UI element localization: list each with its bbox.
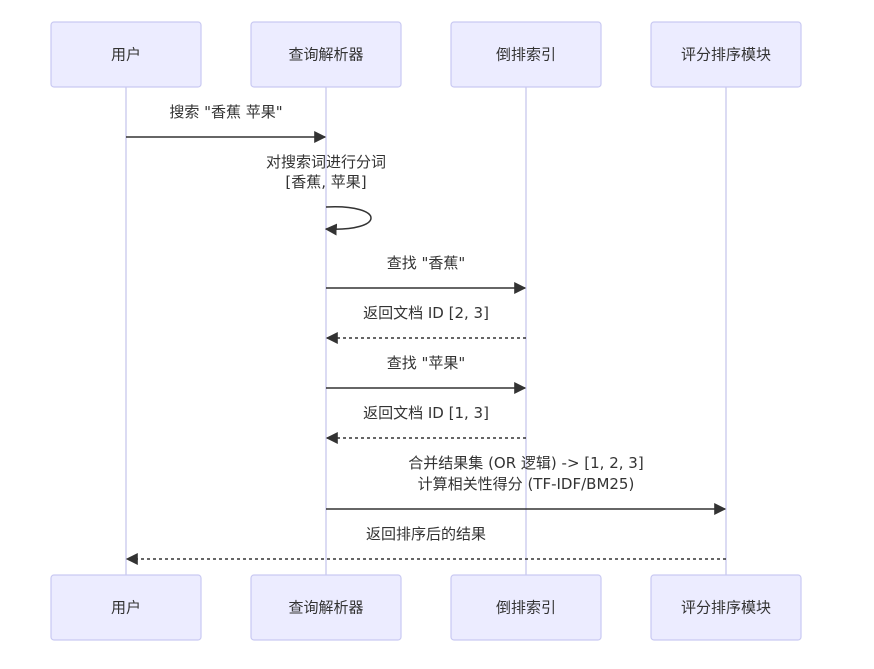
participant-ranker-top: 评分排序模块	[650, 21, 802, 88]
participant-box	[650, 21, 802, 88]
participant-user-top: 用户	[50, 21, 202, 88]
participant-label: 评分排序模块	[681, 46, 771, 64]
participant-index-top: 倒排索引	[450, 21, 602, 88]
message-label: 返回文档 ID [1, 3]	[363, 404, 489, 422]
message-search: 搜索 "香蕉 苹果"	[126, 103, 327, 143]
message-return-apple: 返回文档 ID [1, 3]	[325, 404, 526, 444]
participant-label: 倒排索引	[496, 599, 556, 617]
participant-box	[50, 574, 202, 641]
participant-label: 倒排索引	[496, 46, 556, 64]
participant-label: 查询解析器	[288, 46, 363, 64]
participant-label: 用户	[111, 46, 141, 64]
message-label: 查找 "苹果"	[387, 354, 466, 372]
message-label: [香蕉, 苹果]	[285, 173, 366, 191]
participant-box	[450, 574, 602, 641]
participant-label: 评分排序模块	[681, 599, 771, 617]
message-label: 返回排序后的结果	[366, 525, 486, 543]
participant-index-bottom: 倒排索引	[450, 574, 602, 641]
participant-parser-bottom: 查询解析器	[250, 574, 402, 641]
message-lookup-apple: 查找 "苹果"	[326, 354, 527, 394]
message-merge-score: 合并结果集 (OR 逻辑) -> [1, 2, 3] 计算相关性得分 (TF-ID…	[326, 454, 727, 515]
message-label: 搜索 "香蕉 苹果"	[169, 103, 282, 121]
message-label: 合并结果集 (OR 逻辑) -> [1, 2, 3]	[408, 454, 643, 472]
participant-box	[650, 574, 802, 641]
participant-label: 用户	[111, 599, 141, 617]
participant-box	[50, 21, 202, 88]
message-return-banana: 返回文档 ID [2, 3]	[325, 304, 526, 344]
message-return-results: 返回排序后的结果	[125, 525, 726, 565]
message-label: 查找 "香蕉"	[387, 254, 466, 272]
participant-label: 查询解析器	[288, 599, 363, 617]
participant-box	[250, 574, 402, 641]
participant-box	[250, 21, 402, 88]
message-label: 返回文档 ID [2, 3]	[363, 304, 489, 322]
message-lookup-banana: 查找 "香蕉"	[326, 254, 527, 294]
participant-ranker-bottom: 评分排序模块	[650, 574, 802, 641]
self-arrow	[324, 206, 372, 236]
message-label: 计算相关性得分 (TF-IDF/BM25)	[418, 475, 635, 493]
participant-user-bottom: 用户	[50, 574, 202, 641]
message-label: 对搜索词进行分词	[266, 153, 386, 171]
participant-parser-top: 查询解析器	[250, 21, 402, 88]
message-tokenize: 对搜索词进行分词 [香蕉, 苹果]	[266, 153, 386, 236]
participant-box	[450, 21, 602, 88]
